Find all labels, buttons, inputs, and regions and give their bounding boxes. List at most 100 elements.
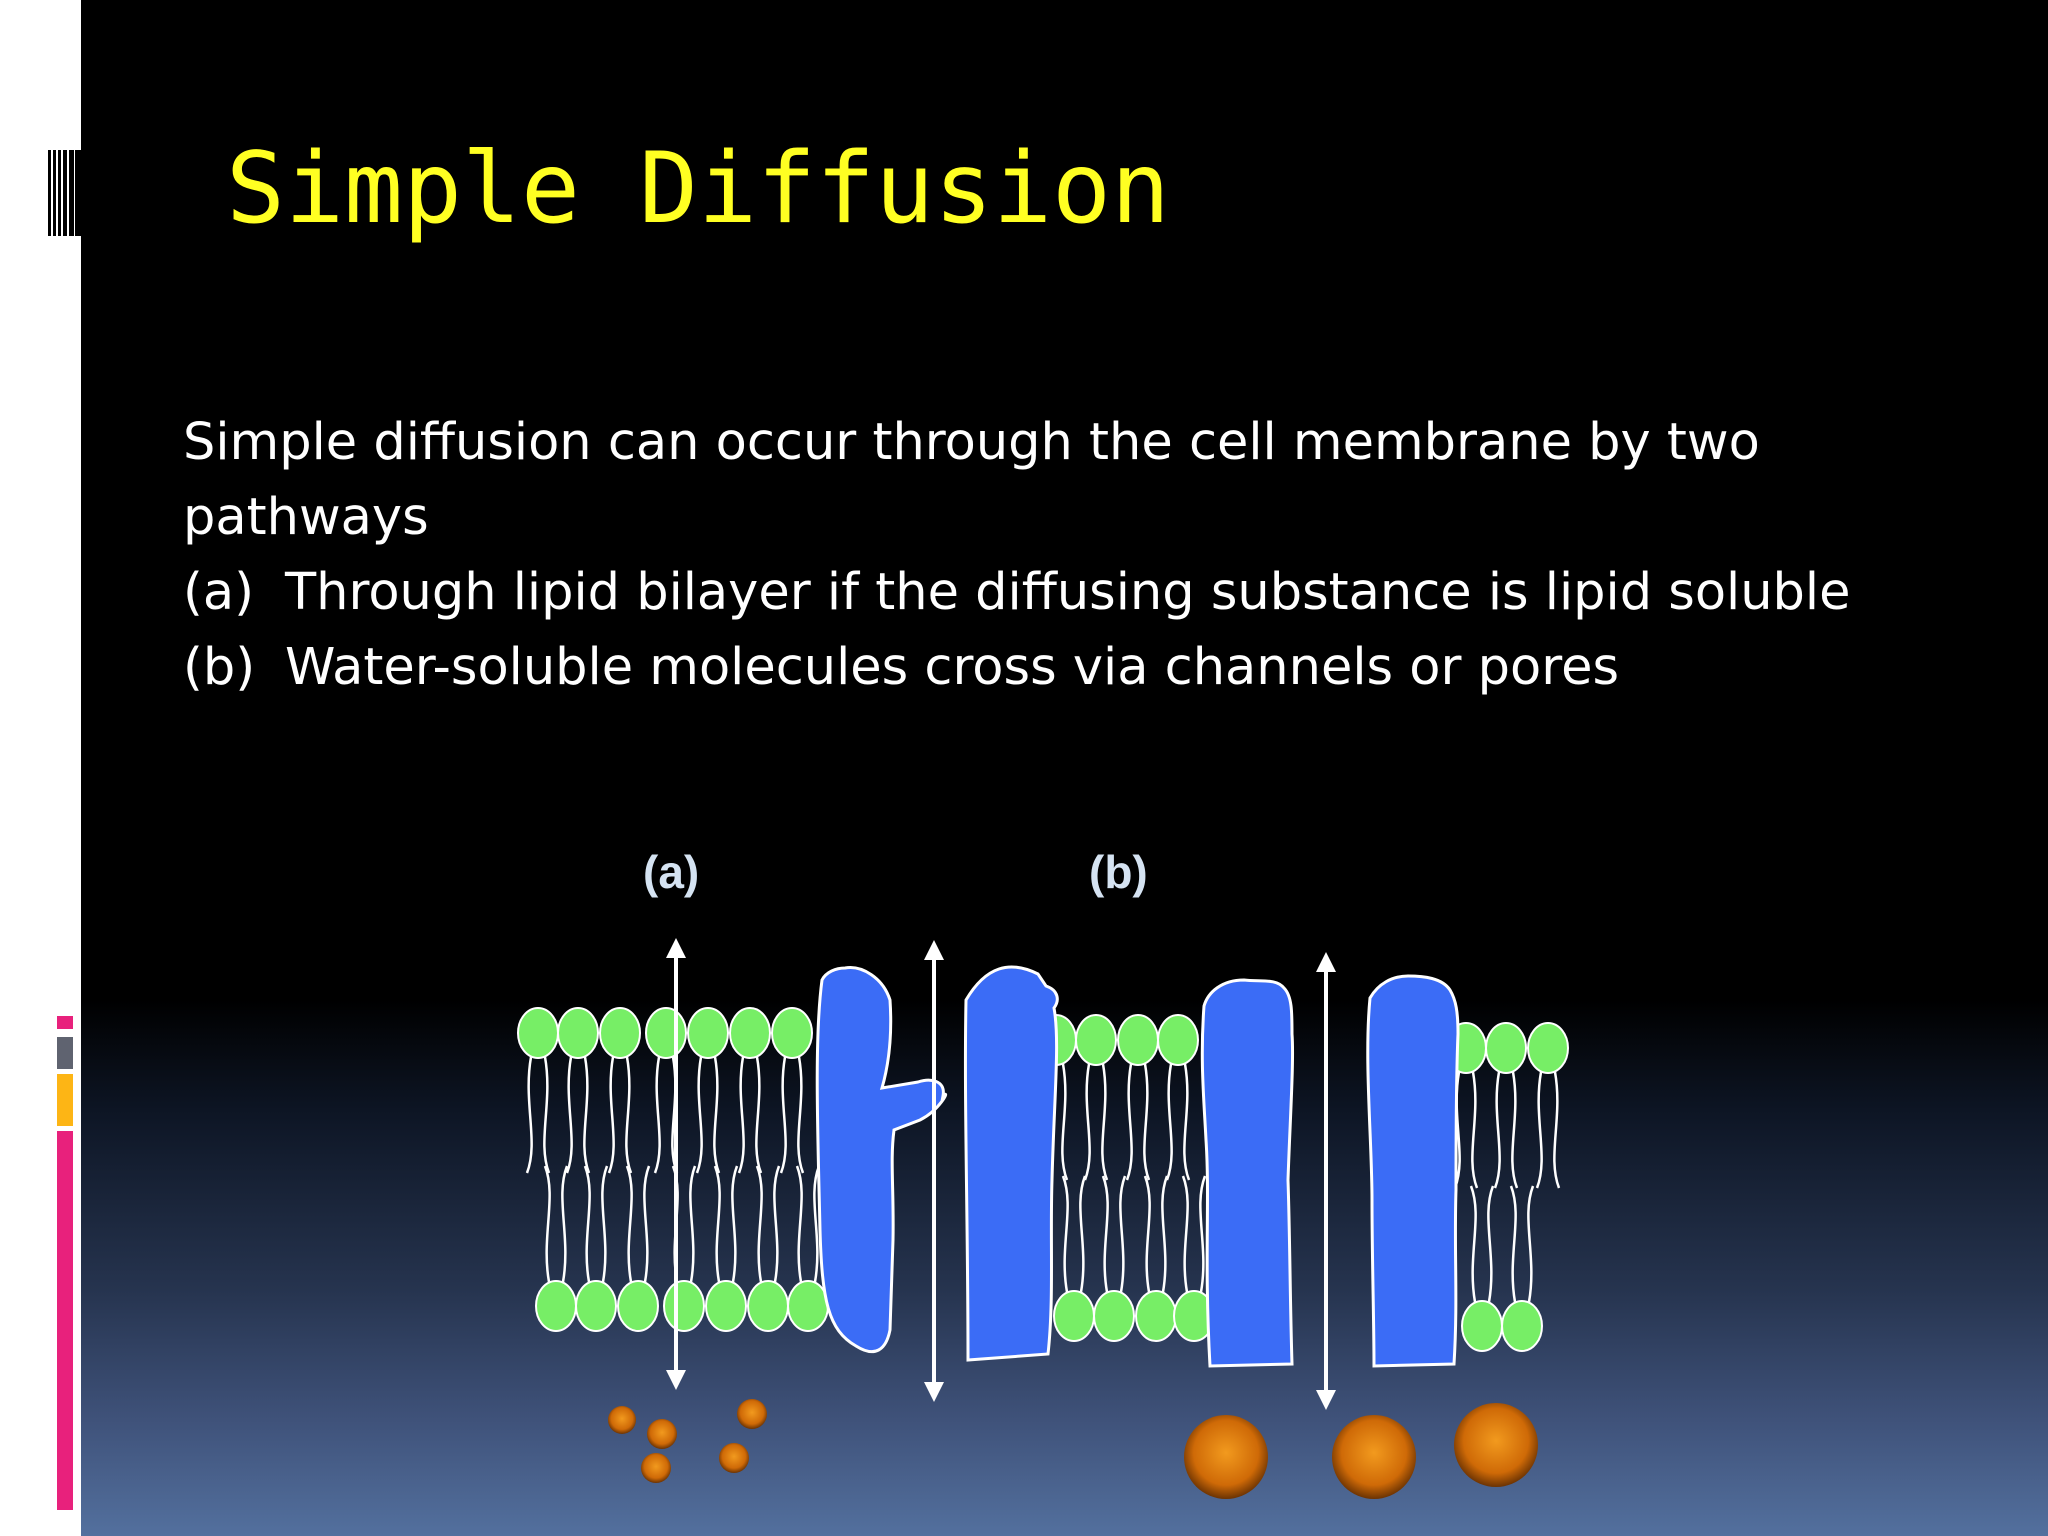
lipid-tail xyxy=(607,1056,615,1174)
lipid-head xyxy=(747,1280,789,1332)
lipid-head xyxy=(1117,1014,1159,1066)
lipid-tail xyxy=(1553,1071,1561,1189)
channel-protein-1 xyxy=(815,966,948,1353)
list-marker: (b) xyxy=(183,638,256,697)
lipid-tails xyxy=(525,1056,1561,1303)
large-molecule xyxy=(1454,1403,1538,1487)
lipid-head xyxy=(1135,1290,1177,1342)
intro-line: pathways xyxy=(183,488,429,547)
lipid-tail xyxy=(543,1056,551,1174)
intro-line: Simple diffusion can occur through the c… xyxy=(183,413,1760,472)
lipid-tail xyxy=(1527,1185,1535,1303)
lipid-tail xyxy=(565,1056,573,1174)
lipid-tail xyxy=(1183,1063,1191,1181)
lipid-tail xyxy=(755,1165,763,1283)
lipid-head xyxy=(1053,1290,1095,1342)
lipid-head xyxy=(1461,1300,1503,1352)
lipid-head xyxy=(599,1007,641,1059)
diagram-label-b: (b) xyxy=(1089,846,1148,898)
lipid-tail xyxy=(1161,1175,1169,1293)
lipid-head xyxy=(1501,1300,1543,1352)
slide-body: Simple diffusion can occur through the c… xyxy=(183,405,2003,705)
lipid-tail xyxy=(653,1056,661,1174)
channel-proteins xyxy=(815,965,1460,1368)
list-item: (a) Through lipid bilayer if the diffusin… xyxy=(183,555,2003,630)
lipid-head xyxy=(705,1280,747,1332)
list-marker: (a) xyxy=(183,563,255,622)
lipid-tail xyxy=(1101,1063,1109,1181)
decorative-stripes xyxy=(48,150,81,236)
channel-protein-2 xyxy=(963,965,1059,1362)
lipid-tail xyxy=(583,1165,591,1283)
lipid-tail xyxy=(1143,1175,1151,1293)
lipid-head xyxy=(1075,1014,1117,1066)
lipid-tail xyxy=(1535,1071,1543,1189)
lipid-head xyxy=(517,1007,559,1059)
lipid-tail xyxy=(813,1165,821,1283)
accent-bar-gray xyxy=(57,1037,73,1069)
accent-bar-red-top xyxy=(57,1016,73,1029)
lipid-tail xyxy=(1061,1063,1069,1181)
lipid-tail xyxy=(525,1056,533,1174)
lipid-head xyxy=(663,1280,705,1332)
lipid-tail xyxy=(1061,1175,1069,1293)
lipid-tail xyxy=(561,1165,569,1283)
lipid-tail xyxy=(1511,1071,1519,1189)
lipid-head xyxy=(687,1007,729,1059)
lipid-head xyxy=(1157,1014,1199,1066)
lipid-heads xyxy=(517,1007,1569,1352)
list-item-text: Water-soluble molecules cross via channe… xyxy=(285,638,1620,697)
accent-bar-red xyxy=(57,1131,73,1510)
large-water-soluble-molecules xyxy=(1184,1403,1538,1499)
lipid-tail xyxy=(1165,1063,1173,1181)
lipid-tail xyxy=(713,1165,721,1283)
lipid-head xyxy=(645,1007,687,1059)
lipid-head xyxy=(1527,1022,1569,1074)
lipid-tail xyxy=(1471,1071,1479,1189)
lipid-head xyxy=(535,1280,577,1332)
diffusion-arrows xyxy=(666,938,1336,1410)
lipid-tail xyxy=(543,1165,551,1283)
lipid-tail xyxy=(731,1165,739,1283)
lipid-tail xyxy=(713,1056,721,1174)
lipid-tail xyxy=(1143,1063,1151,1181)
lipid-tail xyxy=(737,1056,745,1174)
lipid-head xyxy=(729,1007,771,1059)
lipid-tail xyxy=(625,1165,633,1283)
lipid-tail xyxy=(695,1056,703,1174)
channel-protein-3 xyxy=(1200,978,1295,1368)
lipid-tail xyxy=(755,1056,763,1174)
lipid-tail xyxy=(643,1165,651,1283)
lipid-tail xyxy=(1199,1175,1207,1293)
lipid-tail xyxy=(1083,1063,1091,1181)
lipid-tail xyxy=(625,1056,633,1174)
lipid-tail xyxy=(1493,1071,1501,1189)
lipid-head xyxy=(1093,1290,1135,1342)
list-item-text: Through lipid bilayer if the diffusing s… xyxy=(285,563,1851,622)
lipid-head xyxy=(1485,1022,1527,1074)
lipid-tail xyxy=(1181,1175,1189,1293)
lipid-head xyxy=(557,1007,599,1059)
lipid-head xyxy=(575,1280,617,1332)
lipid-tail xyxy=(689,1165,697,1283)
lipid-tail xyxy=(1101,1175,1109,1293)
lipid-tail xyxy=(797,1056,805,1174)
large-molecule xyxy=(1184,1415,1268,1499)
channel-protein-4 xyxy=(1366,974,1460,1368)
lipid-tail xyxy=(779,1056,787,1174)
slide-title: Simple Diffusion xyxy=(226,132,1171,246)
lipid-tail xyxy=(1487,1185,1495,1303)
lipid-tail xyxy=(601,1165,609,1283)
lipid-tail xyxy=(583,1056,591,1174)
accent-bar-orange xyxy=(57,1074,73,1126)
lipid-tail xyxy=(1125,1063,1133,1181)
lipid-tail xyxy=(1509,1185,1517,1303)
small-molecule xyxy=(719,1443,749,1473)
small-molecule xyxy=(608,1406,636,1434)
small-lipid-soluble-molecules xyxy=(608,1399,767,1483)
small-molecule xyxy=(647,1419,677,1449)
lipid-tail xyxy=(795,1165,803,1283)
large-molecule xyxy=(1332,1415,1416,1499)
small-molecule xyxy=(641,1453,671,1483)
